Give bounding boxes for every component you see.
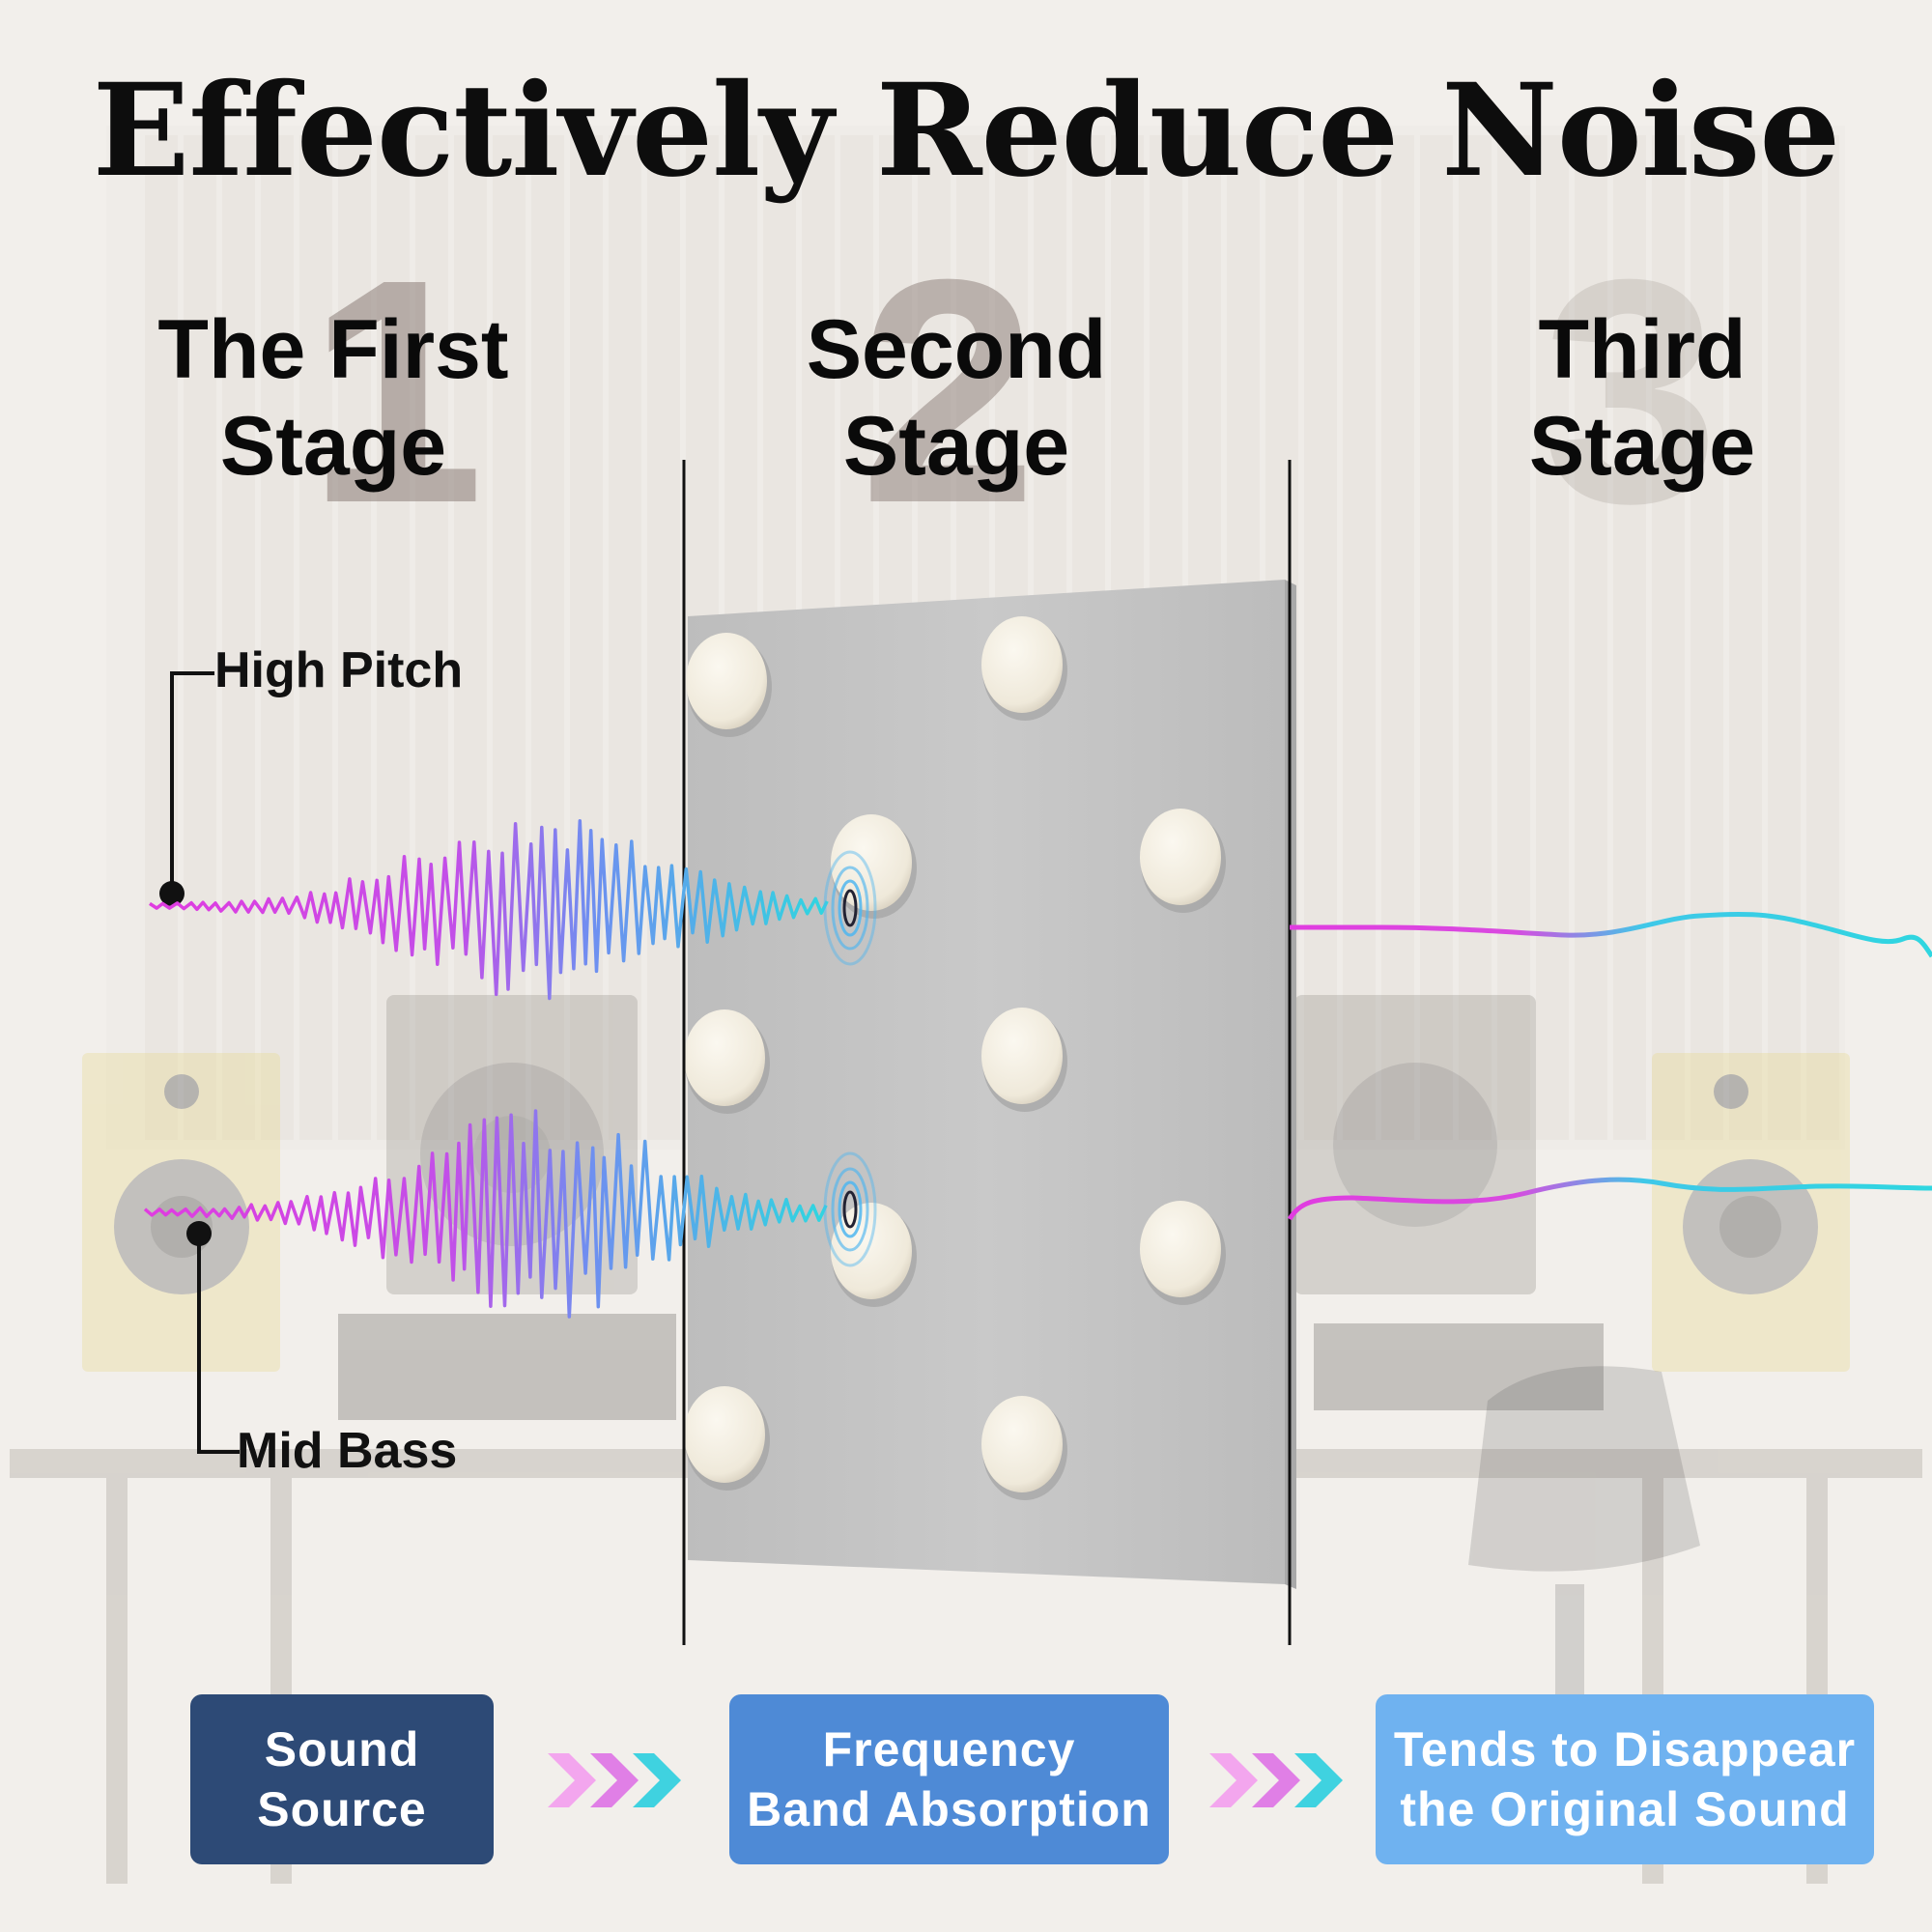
stage-2-title: Second Stage [734, 301, 1179, 495]
mid-bass-label: Mid Bass [237, 1423, 458, 1479]
stage-1-title-line1: The First [157, 303, 509, 396]
foam-column [609, 135, 641, 1140]
chevron-icon [1209, 1753, 1258, 1807]
foam-column [299, 135, 332, 1140]
foam-column [415, 135, 448, 1140]
foam-column [1381, 135, 1414, 1140]
stud [686, 633, 767, 729]
stud [831, 814, 912, 911]
panel-studs [684, 616, 1226, 1500]
chevron-icon [590, 1753, 639, 1807]
stud [1140, 809, 1221, 905]
stage-number-2: 2 [860, 213, 1037, 569]
foam-column [1613, 135, 1646, 1140]
foam-column [1497, 135, 1530, 1140]
high-pitch-leader [170, 671, 214, 894]
stud [831, 1203, 912, 1299]
mid-bass-absorption-ripple [823, 1151, 877, 1267]
step-box-tends-to-disappear: Tends to Disappear the Original Sound [1376, 1694, 1874, 1864]
high-pitch-absorption-ripple [823, 850, 877, 966]
stud [684, 1009, 765, 1106]
foam-column [261, 135, 294, 1140]
foam-column [647, 135, 680, 1140]
step-arrow-2 [1209, 1753, 1343, 1807]
mid-bass-dot [186, 1221, 212, 1246]
step-2-line2: Band Absorption [747, 1782, 1151, 1836]
foam-column [1729, 135, 1762, 1140]
step-1-line1: Sound [264, 1722, 420, 1776]
stud [981, 1396, 1063, 1492]
foam-column [1768, 135, 1801, 1140]
stud [684, 1386, 765, 1483]
stage-2-title-line1: Second [806, 303, 1107, 396]
high-pitch-dot [159, 881, 185, 906]
foam-column [1459, 135, 1492, 1140]
chevron-icon [548, 1753, 596, 1807]
foam-column [1690, 135, 1723, 1140]
mid-bass-leader [197, 1234, 240, 1454]
foam-column [1652, 135, 1685, 1140]
step-1-line2: Source [257, 1782, 427, 1836]
stage-3-title: Third Stage [1430, 301, 1855, 495]
chevron-icon [1252, 1753, 1300, 1807]
step-box-frequency-band-absorption: Frequency Band Absorption [729, 1694, 1169, 1864]
chevron-icon [633, 1753, 681, 1807]
foam-column [1806, 135, 1839, 1140]
main-title: Effectively Reduce Noise [92, 56, 1841, 206]
stage-number-1: 1 [307, 213, 485, 569]
right-monitor [1294, 995, 1536, 1294]
foam-column [338, 135, 371, 1140]
stud [981, 616, 1063, 713]
step-arrow-1 [548, 1753, 681, 1807]
foam-column [1343, 135, 1376, 1140]
right-speaker [1652, 1053, 1850, 1372]
step-3-line1: Tends to Disappear [1393, 1722, 1857, 1776]
foam-column [145, 135, 178, 1140]
foam-column [1536, 135, 1569, 1140]
mid-bass-residual-wave [1287, 1177, 1932, 1221]
high-pitch-wave [149, 818, 829, 1001]
stage-1-title-line2: Stage [219, 400, 447, 493]
step-2-line1: Frequency [822, 1722, 1076, 1776]
foam-column [1575, 135, 1607, 1140]
stage-2-title-line2: Stage [842, 400, 1070, 493]
mid-bass-wave [143, 1109, 828, 1319]
step-box-sound-source: Sound Source [190, 1694, 494, 1864]
foam-column [184, 135, 216, 1140]
foam-column [1420, 135, 1453, 1140]
step-3-line2: the Original Sound [1400, 1782, 1850, 1836]
stud [1140, 1201, 1221, 1297]
foam-column [222, 135, 255, 1140]
stud [981, 1008, 1063, 1104]
foam-column [377, 135, 410, 1140]
foam-column [1304, 135, 1337, 1140]
stage-3-title-line1: Third [1538, 303, 1747, 396]
stage-3-title-line2: Stage [1528, 400, 1756, 493]
stage-number-3: 3 [1542, 213, 1719, 569]
high-pitch-residual-wave [1290, 911, 1932, 958]
stage-1-title: The First Stage [116, 301, 551, 495]
high-pitch-label: High Pitch [214, 642, 464, 698]
chevron-icon [1294, 1753, 1343, 1807]
